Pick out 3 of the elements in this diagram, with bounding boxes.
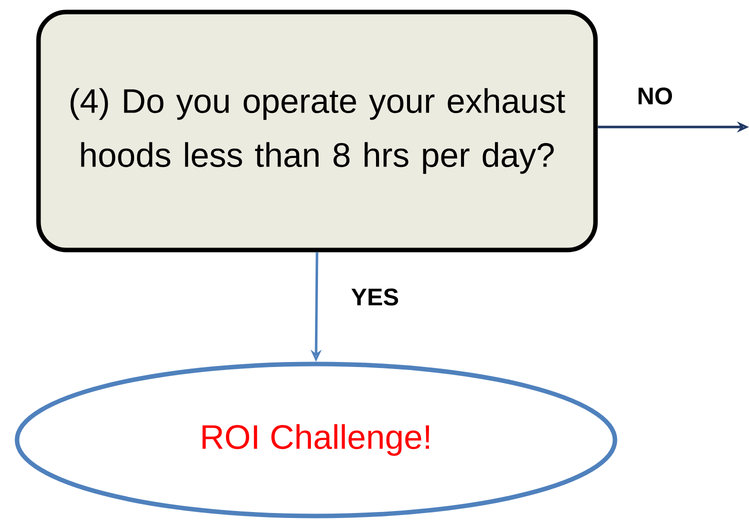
- decision-box: (4) Do you operate your exhaust hoods less than 8 hrs per day?: [36, 10, 598, 252]
- edge-label: NO: [636, 86, 674, 106]
- edge-label: YES: [350, 288, 400, 306]
